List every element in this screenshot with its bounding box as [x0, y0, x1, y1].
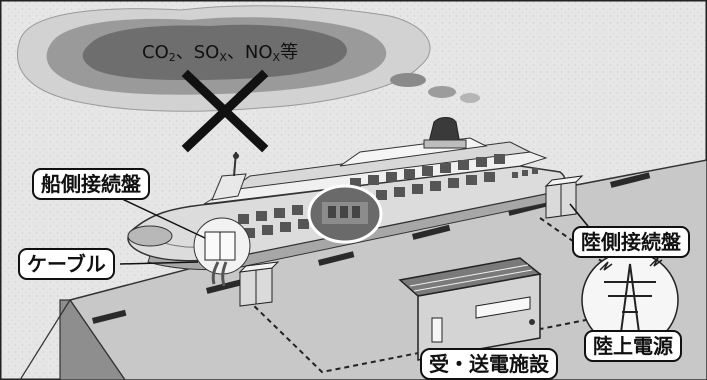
shore-power-label: 陸上電源: [584, 330, 682, 362]
cable-label: ケーブル: [18, 248, 115, 280]
co2-subscript: 2: [168, 51, 176, 64]
emission-cloud: [16, 5, 480, 112]
substation-label: 受・送電施設: [420, 348, 558, 380]
shore-panel-label: 陸側接続盤: [572, 226, 690, 258]
nox-subscript: X: [272, 51, 281, 64]
prohibition-cross: [181, 69, 269, 153]
co2-text: CO: [142, 42, 169, 63]
sox-subscript: X: [219, 51, 227, 64]
ship-panel-label: 船側接続盤: [32, 168, 150, 200]
sox-text: SO: [193, 42, 220, 63]
substation-building: [398, 257, 542, 361]
separator: 、: [175, 42, 194, 63]
ship-panel-detail: [193, 217, 251, 287]
nox-text: NO: [244, 42, 273, 63]
shore-panel-cabinets: [238, 175, 584, 307]
emissions-suffix: 等: [280, 42, 299, 63]
separator: 、: [226, 42, 245, 63]
emissions-label: CO2、SOX、NOX等: [142, 38, 298, 64]
